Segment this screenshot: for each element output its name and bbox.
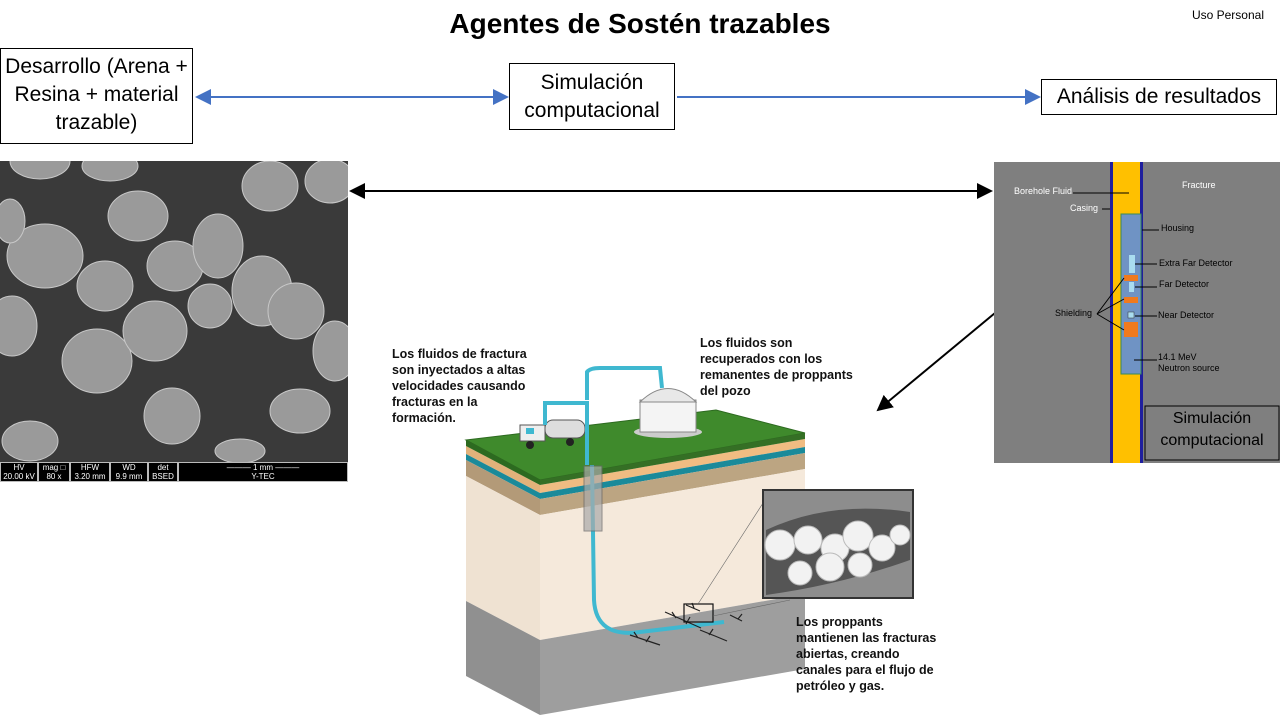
fracture-label: Fracture (1182, 180, 1216, 190)
wd-label: WD (122, 463, 136, 472)
storage-tank-icon (634, 388, 702, 438)
scale-label: 1 mm (253, 463, 273, 472)
neutron-source-label: Neutron source (1158, 363, 1220, 373)
simulation-box: Simulación computacional (509, 63, 675, 130)
injection-note: Los fluidos de fractura son inyectados a… (392, 347, 527, 425)
proppant-particles (0, 161, 348, 464)
left-face (466, 446, 540, 715)
fractures (629, 602, 743, 646)
shielding-label: Shielding (1055, 308, 1093, 318)
wd-value: 9.9 mm (115, 472, 143, 481)
tool-schematic (1073, 162, 1280, 463)
near-detector-label: Near Detector (1158, 310, 1215, 320)
hv-label: HV (13, 463, 25, 472)
far-detector-label: Far Detector (1159, 279, 1210, 289)
mag-label: mag □ (42, 463, 66, 472)
tool-caption: Simulación computacional (1160, 410, 1264, 449)
slide-title: Agentes de Sostén trazables (449, 8, 831, 39)
front-face (540, 439, 805, 715)
source-energy-label: 14.1 MeV (1158, 352, 1197, 362)
det-label: det (157, 463, 169, 472)
lab-label: Y-TEC (251, 472, 275, 481)
usage-label: Uso Personal (1191, 8, 1264, 22)
well-pipe (543, 366, 725, 635)
proppant-inset (762, 489, 914, 599)
hv-value: 20.00 kV (3, 472, 35, 481)
scale-bar: ——— 1 mm ——— (226, 463, 300, 472)
hfw-label: HFW (80, 463, 100, 472)
tool-frac-arrow (876, 312, 996, 412)
borehole-fluid-label: Borehole Fluid (1014, 186, 1073, 196)
recovery-note: Los fluidos son recuperados con los rema… (700, 336, 853, 398)
hfw-value: 3.20 mm (74, 472, 106, 481)
det-value: BSED (152, 472, 174, 481)
extra-far-detector-label: Extra Far Detector (1159, 258, 1233, 268)
mag-value: 80 x (46, 472, 62, 481)
development-box: Desarrollo (Arena + Resina + material tr… (0, 48, 193, 144)
housing-label: Housing (1161, 223, 1195, 233)
fracture-zoom-box (683, 603, 714, 623)
logging-tool-diagram: Borehole Fluid Casing Fracture Housing E… (994, 162, 1280, 463)
analysis-box: Análisis de resultados (1041, 79, 1277, 115)
casing-label: Casing (1070, 203, 1099, 213)
proppants-note: Los proppants mantienen las fracturas ab… (796, 615, 937, 693)
